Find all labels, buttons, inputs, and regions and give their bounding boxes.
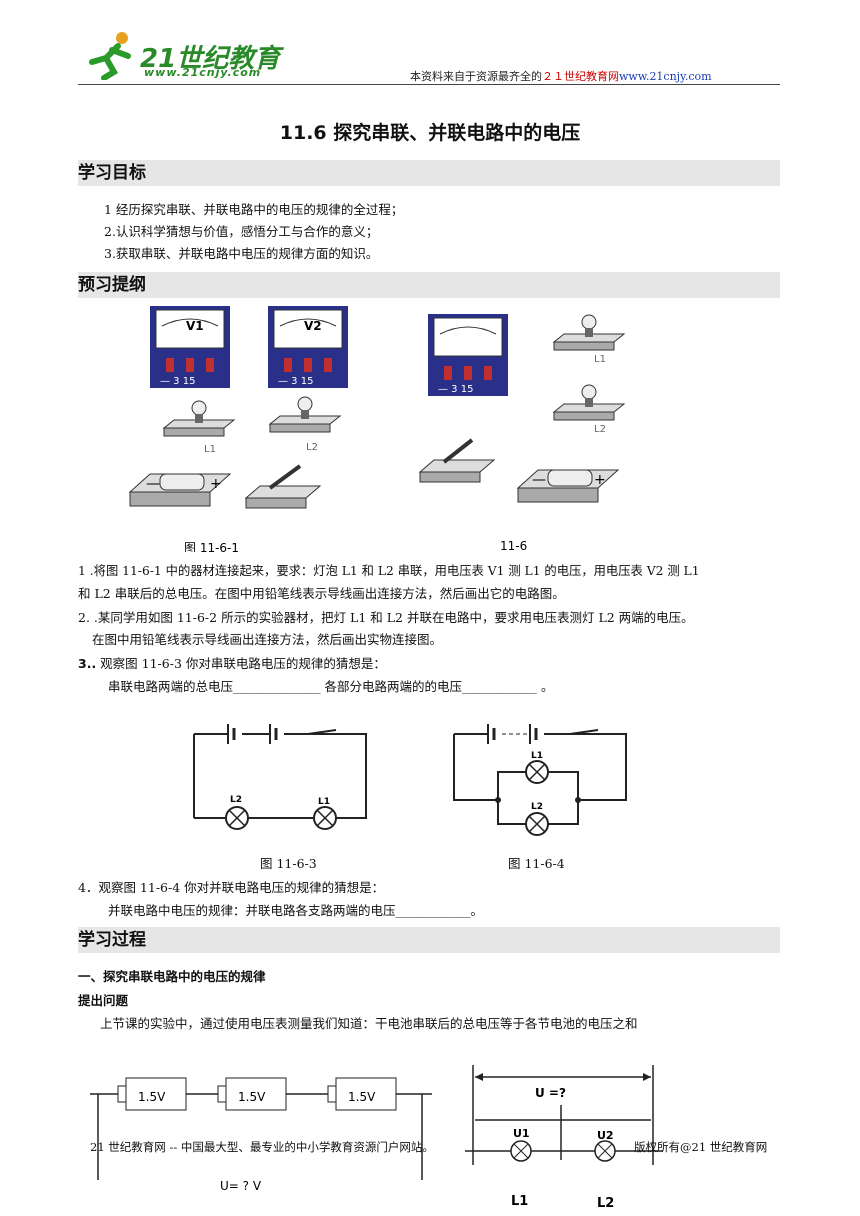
header-note-prefix: 本资料来自于资源最齐全的 [410, 70, 542, 83]
svg-text:— 3 15: — 3 15 [278, 376, 313, 387]
lamp-l1-symbol [525, 760, 549, 784]
goal-item: 3.获取串联、并联电路中电压的规律方面的知识。 [104, 246, 379, 261]
lamp-l1 [163, 400, 235, 437]
question-2-line-2: 在图中用铅笔线表示导线画出连接方法，然后画出实物连接图。 [92, 632, 443, 647]
switch [244, 464, 322, 509]
label-l1: L1 [318, 797, 330, 807]
goal-item: 2.认识科学猜想与价值，感悟分工与合作的意义； [104, 224, 379, 239]
label-v2: V2 [304, 319, 322, 333]
header-note: 本资料来自于资源最齐全的２１世纪教育网www.21cnjy.com [410, 68, 712, 84]
subheading-series: 一、探究串联电路中的电压的规律 [78, 969, 266, 984]
label-l2: L2 [597, 1196, 614, 1211]
apparatus-figure: V1 V2 — 3 15 — 3 15 — 3 15 L1 L2 L1 L2 —… [128, 305, 625, 552]
subheading-question: 提出问题 [78, 993, 129, 1008]
question-3-line-1: 3.. 观察图 11-6-3 你对串联电路电压的规律的猜想是： [78, 653, 386, 672]
u2-label: U2 [597, 1129, 614, 1142]
logo-text: 21世纪教育 [140, 44, 281, 74]
svg-text:+: + [210, 476, 222, 492]
battery-cell [335, 1077, 397, 1111]
lamp-voltage-diagram: U =? U1 U2 L1 L2 [465, 1065, 663, 1211]
battery-cell [125, 1077, 187, 1111]
svg-text:— 3 15: — 3 15 [438, 384, 473, 395]
svg-text:—: — [146, 476, 160, 492]
header-note-site[interactable]: ２１世纪教育网 [542, 70, 619, 83]
battery-label: 1.5V [138, 1090, 166, 1104]
lamp-l1-symbol [313, 806, 337, 830]
lamp-l1 [553, 314, 625, 351]
process-paragraph: 上节课的实验中，通过使用电压表测量我们知道：干电池串联后的总电压等于各节电池的电… [100, 1016, 638, 1031]
switch [418, 438, 496, 483]
label-l1: L1 [594, 354, 606, 365]
lamp-l2-symbol [525, 812, 549, 836]
section-goals: 学习目标 [78, 160, 780, 186]
battery-label: 1.5V [348, 1090, 376, 1104]
battery-label: 1.5V [238, 1090, 266, 1104]
battery-cell [225, 1077, 287, 1111]
logo-url: www.21cnjy.com [144, 66, 262, 79]
total-u-label: U =? [535, 1086, 566, 1100]
lamp-l2 [269, 396, 341, 433]
question-3-line-2: 串联电路两端的总电压______________ 各部分电路两端的的电压____… [108, 679, 554, 694]
goal-item: 1 经历探究串联、并联电路中的电压的规律的全过程； [104, 202, 404, 217]
total-voltage-label: U= ? V [220, 1179, 262, 1193]
label-l1: L1 [511, 1194, 528, 1209]
question-1-line-1: 1 .将图 11-6-1 中的器材连接起来，要求：灯泡 L1 和 L2 串联，用… [78, 564, 700, 578]
lamp-l2 [553, 384, 625, 421]
label-l2: L2 [531, 802, 543, 812]
caption-fig-4: 图 11-6-4 [508, 856, 565, 871]
label-l1: L1 [531, 751, 543, 761]
label-l1: L1 [204, 444, 216, 455]
footer-left: 21 世纪教育网 -- 中国最大型、最专业的中小学教育资源门户网站。 [90, 1140, 434, 1154]
question-4-line-2: 并联电路中电压的规律：并联电路各支路两端的电压____________。 [108, 903, 484, 918]
svg-text:— 3 15: — 3 15 [160, 376, 195, 387]
runner-logo-icon [89, 32, 131, 81]
question-3-text: 观察图 11-6-3 你对串联电路电压的规律的猜想是： [96, 656, 386, 671]
question-2-line-1: 2. .某同学用如图 11-6-2 所示的实验器材，把灯 L1 和 L2 并联在… [78, 610, 694, 625]
label-l2: L2 [306, 442, 318, 453]
logo [82, 28, 142, 81]
header-divider [78, 84, 780, 85]
question-1-line-2: 和 L2 串联后的总电压。在图中用铅笔线表示导线画出连接方法，然后画出它的电路图… [78, 586, 565, 601]
battery-series-diagram: 1.5V 1.5V 1.5V U= ? V [90, 1077, 432, 1193]
label-l2: L2 [594, 424, 606, 435]
battery-box: —+ [516, 469, 620, 503]
series-circuit-diagram: L2 L1 [193, 724, 367, 830]
header-note-url[interactable]: www.21cnjy.com [619, 70, 712, 83]
lamp-l2-symbol [594, 1140, 616, 1162]
label-l2: L2 [230, 795, 242, 805]
footer-right[interactable]: 版权所有@21 世纪教育网 [634, 1140, 768, 1154]
battery-box: —+ [128, 473, 232, 507]
section-process: 学习过程 [78, 927, 780, 953]
u1-label: U1 [513, 1127, 530, 1140]
caption-fig-3: 图 11-6-3 [260, 856, 317, 871]
parallel-circuit-diagram: L1 L2 [453, 724, 627, 836]
section-preview: 预习提纲 [78, 272, 780, 298]
svg-text:+: + [594, 472, 606, 488]
lamp-l1-symbol [510, 1140, 532, 1162]
caption-fig-1: 图 11-6-1 [184, 541, 239, 552]
question-4-line-1: 4．观察图 11-6-4 你对并联电路电压的规律的猜想是： [78, 880, 385, 895]
lamp-l2-symbol [225, 806, 249, 830]
question-3-number: 3.. [78, 656, 97, 671]
caption-fig-2: 11-6 [500, 539, 527, 552]
page-title: 11.6 探究串联、并联电路中的电压 [279, 122, 581, 144]
label-v1: V1 [186, 319, 204, 333]
svg-text:—: — [532, 472, 546, 488]
